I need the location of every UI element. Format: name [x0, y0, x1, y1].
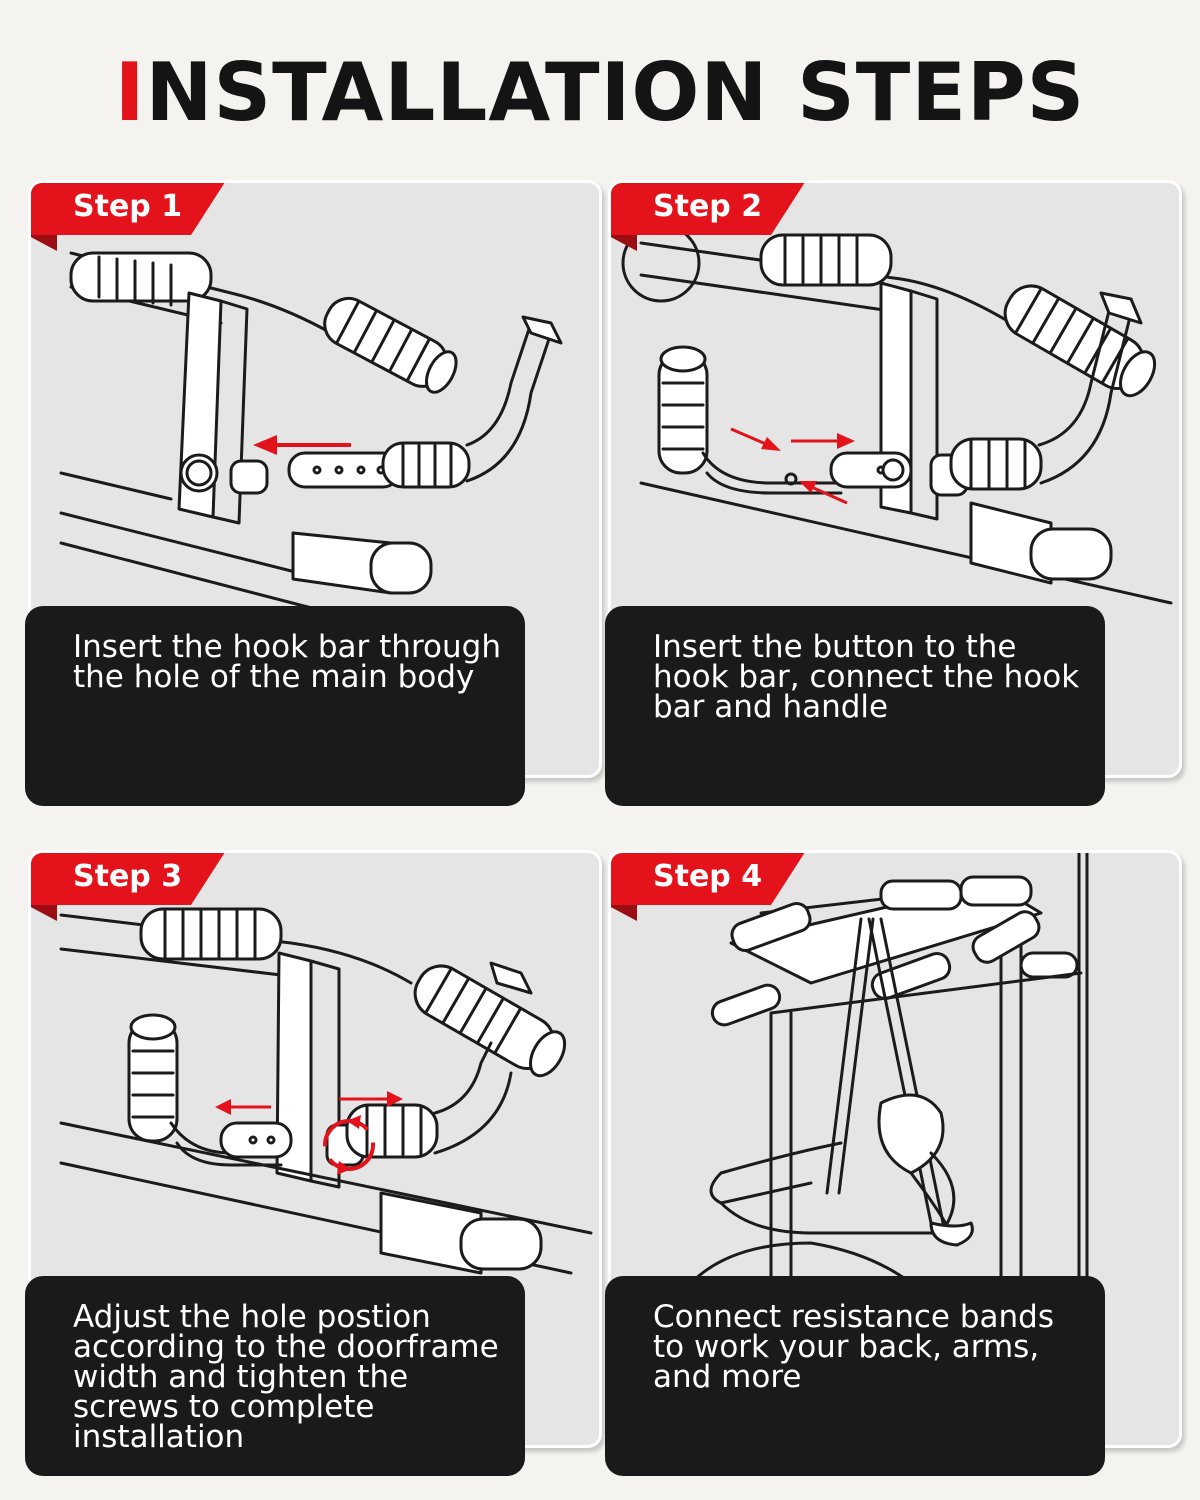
title-rest: NSTALLATION STEPS: [145, 46, 1086, 139]
step-2-illustration: [621, 223, 1173, 605]
step-1-tab: Step 1: [31, 183, 227, 235]
step-2-caption: Insert the button to the hook bar, conne…: [605, 606, 1105, 806]
step-3-illustration: [59, 907, 593, 1275]
step-2-tab: Step 2: [611, 183, 807, 235]
step-3-tab: Step 3: [31, 853, 227, 905]
step-4-caption: Connect resistance bands to work your ba…: [605, 1276, 1105, 1476]
step-4-illustration: [689, 853, 1089, 1285]
page-title: INSTALLATION STEPS: [0, 48, 1200, 138]
step-1-caption: Insert the hook bar through the hole of …: [25, 606, 525, 806]
step-1-illustration: [59, 251, 563, 615]
title-first-letter: I: [114, 46, 146, 139]
step-4-tab: Step 4: [611, 853, 807, 905]
step-3-caption: Adjust the hole postion according to the…: [25, 1276, 525, 1476]
